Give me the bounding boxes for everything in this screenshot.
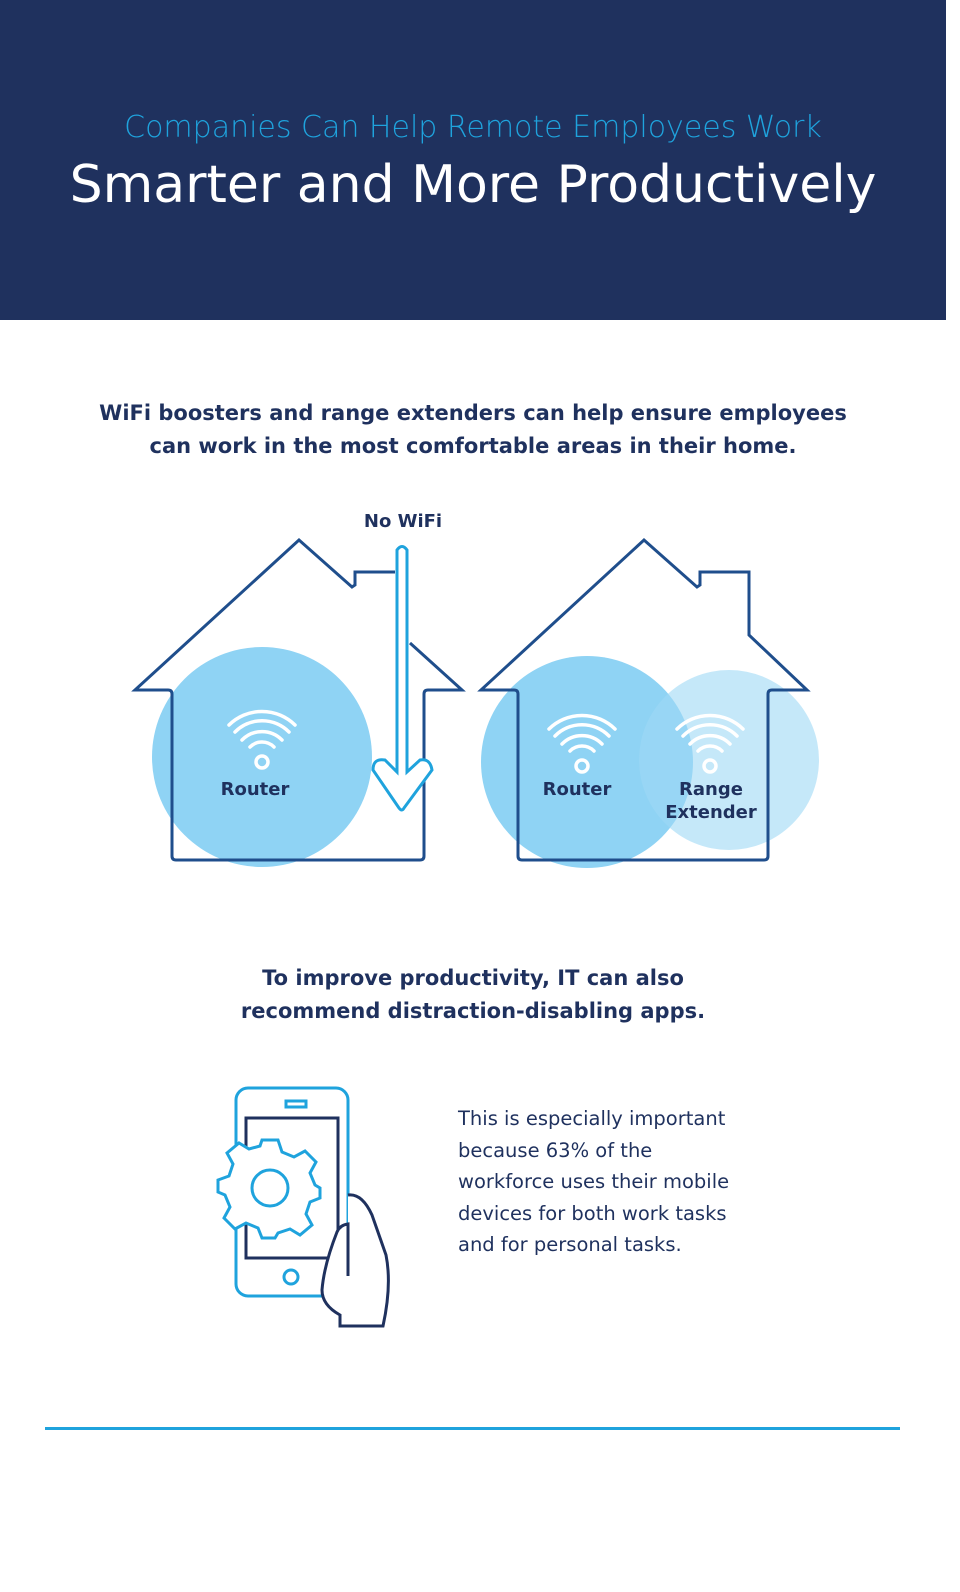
divider xyxy=(45,1427,900,1430)
body-line: devices for both work tasks xyxy=(458,1201,727,1225)
router-label: Router xyxy=(543,779,612,800)
apps-heading-line1: To improve productivity, IT can also xyxy=(262,966,684,990)
phone-gear-hand-icon xyxy=(216,1086,390,1328)
house-outline-icon xyxy=(477,537,811,862)
apps-heading: To improve productivity, IT can also rec… xyxy=(0,962,946,1028)
no-wifi-arrow-icon xyxy=(371,545,434,812)
house-outline-icon xyxy=(131,537,466,862)
wifi-heading-line1: WiFi boosters and range extenders can he… xyxy=(99,401,847,425)
body-line: workforce uses their mobile xyxy=(458,1170,730,1193)
header-title: Smarter and More Productively xyxy=(69,155,877,215)
no-wifi-label: No WiFi xyxy=(364,511,442,532)
house-with-extender: Router Range Extender xyxy=(477,537,819,868)
body-line: and for personal tasks. xyxy=(458,1233,682,1256)
apps-heading-line2: recommend distraction-disabling apps. xyxy=(240,999,706,1023)
house-no-extender: No WiFi Router xyxy=(131,511,466,867)
wifi-heading: WiFi boosters and range extenders can he… xyxy=(0,397,946,463)
apps-body-text: This is especially important because 63%… xyxy=(458,1103,778,1261)
header-subtitle: Companies Can Help Remote Employees Work xyxy=(124,110,822,145)
extender-label-line1: Range xyxy=(679,779,743,800)
wifi-icon xyxy=(227,709,297,770)
wifi-icon xyxy=(547,713,617,774)
body-line: This is especially important xyxy=(458,1107,726,1130)
header-banner: Companies Can Help Remote Employees Work… xyxy=(0,0,946,320)
router-label: Router xyxy=(221,779,290,800)
wifi-icon xyxy=(675,713,745,774)
body-line: because 63% of the xyxy=(458,1138,653,1162)
extender-label-line2: Extender xyxy=(665,802,757,823)
extender-coverage-circle xyxy=(639,670,819,850)
wifi-heading-line2: can work in the most comfortable areas i… xyxy=(149,434,797,458)
